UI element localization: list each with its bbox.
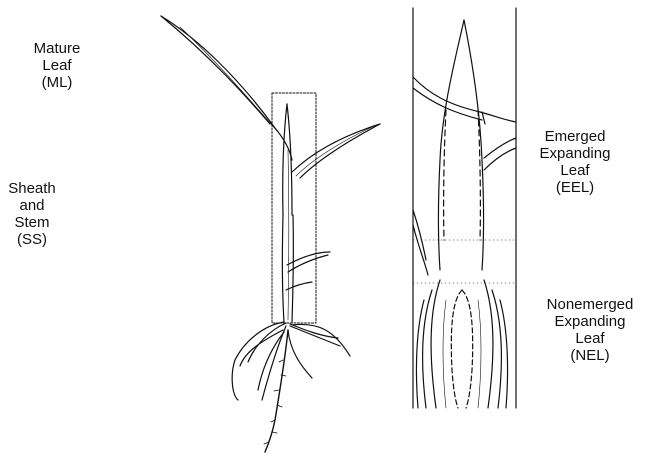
detail-region-box <box>272 93 316 323</box>
emerged-leaf-outline <box>439 20 465 270</box>
enlarged-detail-drawing <box>413 8 516 408</box>
roots <box>265 330 288 452</box>
whole-plant-drawing <box>161 16 380 452</box>
nonemerged-leaf-outline <box>451 290 462 408</box>
